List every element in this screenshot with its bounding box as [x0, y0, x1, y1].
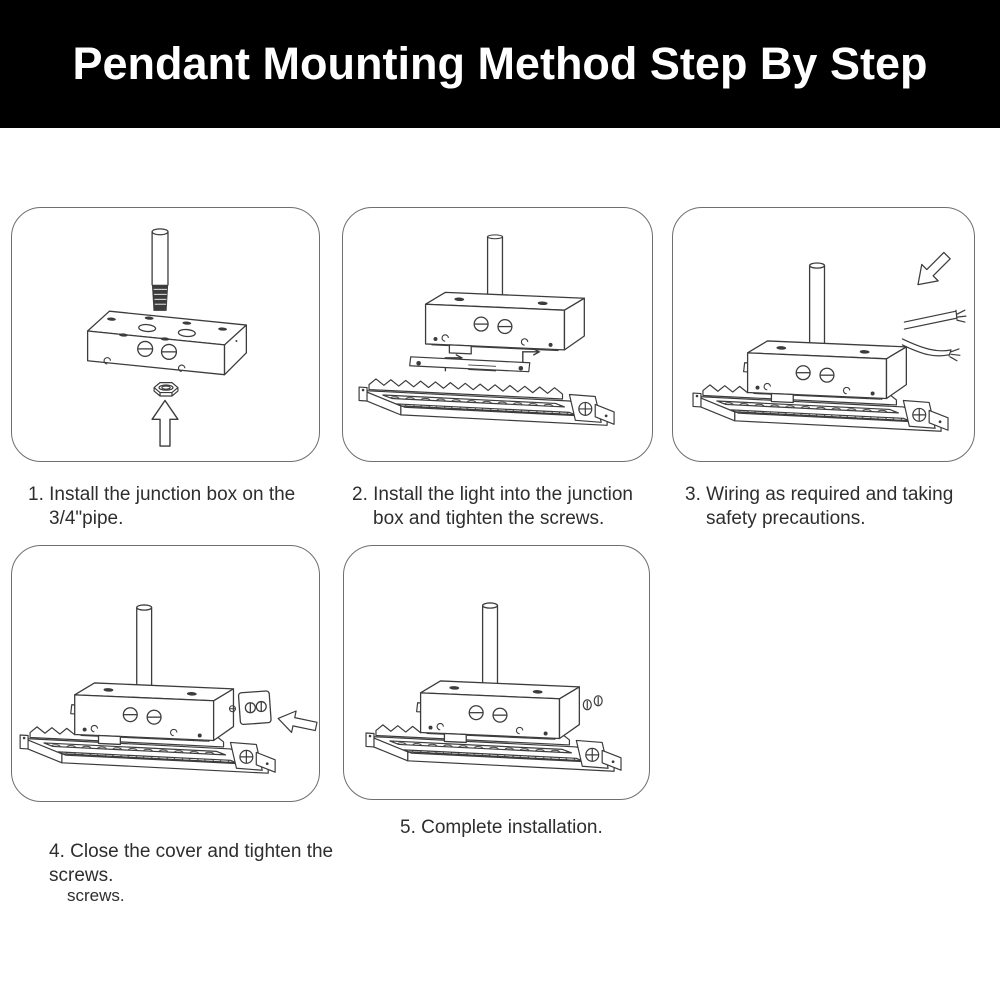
step4-caption-text: 4. Close the cover and tighten the screw… [49, 841, 334, 886]
step3-caption: 3. Wiring as required and taking safety … [685, 484, 954, 529]
hex-nut [153, 382, 179, 397]
pipe-with-threads [151, 228, 169, 311]
step4-figure-close-cover [12, 546, 319, 801]
step3-figure-wiring [673, 246, 967, 461]
step2-figure-box-over-light [358, 234, 615, 426]
up-arrow-icon [151, 399, 179, 447]
junction-box [424, 291, 585, 355]
assembled-light [693, 263, 948, 431]
step1-panel [11, 207, 320, 462]
step1-figure-pipe-junction-box [86, 228, 248, 447]
assembled-light [20, 605, 275, 773]
step2-caption: 2. Install the light into the junction b… [352, 484, 633, 529]
step5-figure-complete [344, 546, 649, 799]
light-fixture [358, 356, 615, 426]
step4-caption: 4. Close the cover and tighten the screw… [28, 816, 369, 929]
step5-panel [343, 545, 650, 800]
step5-caption: 5. Complete installation. [400, 817, 603, 838]
step4-caption-artifact-line: screws. [67, 886, 125, 905]
wires [901, 309, 967, 362]
pipe [486, 234, 504, 297]
side-knockouts [582, 695, 603, 711]
junction-box [86, 310, 248, 376]
page-title: Pendant Mounting Method Step By Step [72, 38, 928, 89]
down-left-arrow-icon [909, 246, 956, 294]
left-arrow-icon [275, 707, 319, 738]
title-banner: Pendant Mounting Method Step By Step [0, 0, 1000, 128]
assembled-light [366, 603, 621, 771]
step4-panel [11, 545, 320, 802]
step2-panel [342, 207, 653, 462]
cover-plate [228, 690, 272, 726]
step1-caption: 1. Install the junction box on the 3/4"p… [28, 484, 296, 529]
step3-panel [672, 207, 975, 462]
